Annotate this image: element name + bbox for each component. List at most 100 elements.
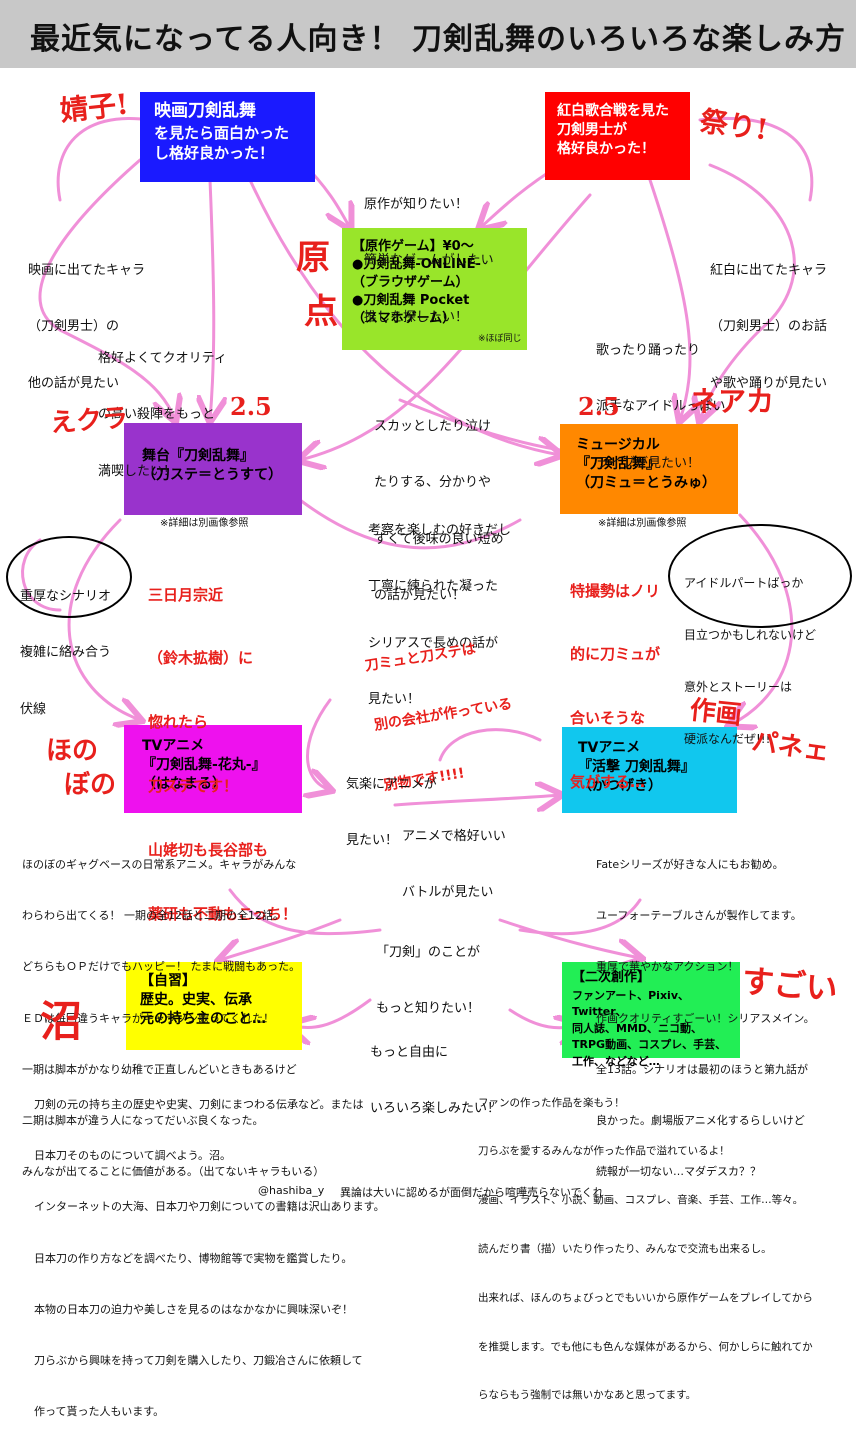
- text-line: すくて後味の良い短め: [374, 531, 504, 547]
- text-line: 日本刀の作り方などを調べたり、博物館等で実物を鑑賞したり。: [34, 1251, 353, 1265]
- sakuga-label: 作画: [688, 695, 744, 731]
- game-line-1: 【原作ゲーム】¥0〜: [352, 239, 474, 254]
- text-line: （刀剣男士）のお話: [710, 319, 828, 335]
- seiko-label: 婧子!: [58, 87, 130, 128]
- honobono-label-2: ぼの: [64, 770, 117, 800]
- text-line: 刀らぶから興味を持って刀剣を購入したり、刀鍛冶さんに依頼して: [34, 1353, 363, 1367]
- text-line: 別の会社が作っている: [373, 696, 514, 735]
- footer-handle: @hashiba_y: [258, 1184, 325, 1197]
- stage-line-2: （刀ステ＝とうすて）: [142, 466, 283, 483]
- niji-line-4: TRPG動画、コスプレ、手芸、: [572, 1038, 727, 1051]
- niji-desc: ファンの作った作品を楽もう！ 刀らぶを愛するみんなが作った作品で溢れているよ！ …: [478, 1062, 813, 1420]
- text-line: 気がする…: [570, 773, 646, 792]
- text-line: たりする、分かりや: [374, 475, 492, 491]
- game-line-2: ●刀剣乱舞-ONLINE-: [352, 256, 481, 272]
- jishu-desc: 刀剣の元の持ち主の歴史や史実、刀剣にまつわる伝承など。または 日本刀そのものにつ…: [34, 1062, 385, 1437]
- kakkoyoku-text: 格好よくてクオリティ の高い殺陣をもっと 満喫したい！: [98, 312, 227, 500]
- idol-text: アイドルパートばっか 目立つかもしれないけど 意外とストーリーは 硬派なんだぜ!…: [684, 540, 816, 766]
- text-line: アイドルパートばっか: [684, 575, 804, 590]
- game-box: 【原作ゲーム】¥0〜 ●刀剣乱舞-ONLINE- （ブラウザゲーム） ●刀剣乱舞…: [342, 228, 527, 350]
- text-line: 的に刀ミュが: [570, 645, 661, 664]
- text-line: （刀剣男士）の: [28, 319, 120, 335]
- movie-line-1: 映画刀剣乱舞: [154, 101, 256, 121]
- game-line-3: （ブラウザゲーム）: [352, 274, 469, 290]
- text-line: 紅白に出てたキャラ: [710, 262, 828, 278]
- gensaku-want-text: 原作が知りたい！ 簡単なゲームがしたい 推しを探したい！: [364, 158, 494, 346]
- musical-note: ※詳細は別画像参照: [598, 518, 687, 529]
- text-line: 良かった。劇場版アニメ化するらしいけど: [596, 1113, 805, 1127]
- text-line: の高い殺陣をもっと: [98, 407, 216, 423]
- text-line: 見たい！: [346, 833, 399, 849]
- text-line: 惚れたら: [148, 713, 209, 732]
- game-line-5: （スマホゲーム）: [352, 310, 456, 326]
- text-line: 二期は脚本が違う人になってだいぶ良くなった。: [22, 1113, 264, 1127]
- kouhaku-box: 紅白歌合戦を見た 刀剣男士が 格好良かった！: [545, 92, 690, 180]
- anime-battle-text: アニメで格好いい バトルが見たい: [402, 790, 506, 922]
- mikazuki-text: 三日月宗近 （鈴木拡樹）に 惚れたら 刀ステです！ 山姥切も長谷部も 薬研も不動…: [148, 542, 297, 947]
- text-line: ほのぼのギャグベースの日常系アニメ。キャラがみんな: [22, 858, 297, 872]
- text-line: 特撮勢はノリ: [570, 581, 661, 600]
- text-line: 本物の日本刀の迫力や美しさを見るのはなかなかに興味深いぞ！: [34, 1302, 353, 1316]
- niji-box: 【二次創作】 ファンアート、Pixiv、Twitter、 同人誌、MMD、ニコ動…: [562, 962, 740, 1068]
- text-line: スカッとしたり泣け: [374, 418, 492, 434]
- text-line: 作って貰った人もいます。: [34, 1404, 165, 1418]
- text-line: ユーフォーテーブルさんが製作してます。: [596, 909, 802, 923]
- niji-line-5: 工作、などなど…: [572, 1054, 660, 1068]
- katsugeki-line-2: 『活撃 刀剣乱舞』: [578, 758, 695, 775]
- musical-25-label: 2.5: [578, 392, 620, 421]
- jiyuu-text: もっと自由に いろいろ楽しみたい！: [370, 1006, 500, 1138]
- musical-line-1: ミュージカル: [576, 437, 660, 453]
- stage-line-1: 舞台『刀剣乱舞』: [142, 448, 254, 464]
- honobono-label-1: ほの: [46, 736, 99, 766]
- text-line: 刀ステです！: [148, 777, 239, 796]
- hanamaru-line-1: TVアニメ: [142, 738, 205, 754]
- text-line: 一期は脚本がかなり幼稚で正直しんどいときもあるけど: [22, 1062, 297, 1076]
- text-line: 続報が一切ない…マダデスカ？？: [596, 1164, 761, 1178]
- genten-label-1: 原: [296, 238, 330, 278]
- stage-box: 舞台『刀剣乱舞』 （刀ステ＝とうすて）: [124, 423, 302, 515]
- text-line: 他の話が見たい: [28, 375, 120, 391]
- text-line: シリアスで長めの話が: [368, 635, 499, 651]
- text-line: どちらもＯＰだけでもハッピー！ たまに戦闘もあった。: [22, 960, 301, 974]
- katsugeki-line-3: （かつげき）: [578, 777, 662, 794]
- text-line: 山姥切も長谷部も: [148, 841, 269, 860]
- text-line: （鈴木拡樹）に: [148, 649, 254, 668]
- movie-line-2: を見たら面白かった: [154, 123, 290, 142]
- text-line: 「刀剣」のことが: [376, 944, 481, 960]
- text-line: ファンの作った作品を楽もう！: [478, 1096, 625, 1109]
- text-line: 重厚なシナリオ: [20, 588, 112, 604]
- niji-line-2: ファンアート、Pixiv、Twitter、: [572, 988, 689, 1019]
- text-line: 複雑に絡み合う: [20, 645, 112, 661]
- text-line: もっと自由に: [370, 1044, 449, 1060]
- text-line: いろいろ楽しみたい！: [370, 1101, 501, 1117]
- text-line: 映画に出てたキャラ: [28, 262, 146, 278]
- enkura-label: えクラ: [49, 403, 130, 439]
- text-line: 読んだり書（描）いたり作ったり、みんなで交流も出来るし。: [478, 1242, 772, 1255]
- juukou-bubble: [6, 536, 132, 618]
- kousatsu-text: 考察を楽しむの好きだし 丁寧に練られた凝った シリアスで長めの話が 見たい！: [368, 484, 511, 729]
- text-line: や歌や踊りが見たい: [710, 375, 828, 391]
- text-line: 満喫したい！: [98, 463, 177, 479]
- text-line: インターネットの大海、日本刀や刀剣についての書籍は沢山あります。: [34, 1200, 385, 1214]
- text-line: ＥＤは毎回違うキャラがキャラソン歌ってくれた！: [22, 1011, 275, 1025]
- kiraku-text: 気楽にアニメが 見たい！: [346, 738, 437, 870]
- text-line: ライブが見たい！: [596, 455, 701, 471]
- text-line: 重厚で華やかなアクション！: [596, 960, 739, 974]
- niji-line-1: 【二次創作】: [572, 970, 651, 985]
- text-line: 目立つかもしれないけど: [684, 627, 817, 642]
- game-note: ※ほぼ同じ: [478, 334, 522, 344]
- kouhaku-line-3: 格好良かった！: [557, 140, 655, 157]
- text-line: 刀剣の元の持ち主の歴史や史実、刀剣にまつわる伝承など。または: [34, 1098, 364, 1112]
- text-line: Fateシリーズが好きな人にもお勧め。: [596, 858, 784, 872]
- hanamaru-box: TVアニメ 『刀剣乱舞-花丸-』 （はなまる）: [124, 725, 302, 813]
- tokusatsu-text: 特撮勢はノリ 的に刀ミュが 合いそうな 気がする…: [570, 538, 660, 815]
- text-line: 刀らぶを愛するみんなが作った作品で溢れているよ！: [478, 1145, 730, 1158]
- text-line: 気楽にアニメが: [346, 776, 437, 792]
- text-line: 意外とストーリーは: [684, 680, 793, 695]
- text-line: もっと知りたい！: [376, 1001, 481, 1017]
- title-bar: 最近気になってる人向き！ 刀剣乱舞のいろいろな楽しみ方: [0, 0, 856, 68]
- neaka-label: ネアカ: [690, 385, 775, 418]
- text-line: らならもう強制では無いかなあと思ってます。: [478, 1389, 697, 1402]
- gensaku-line: 推しを探したい！: [364, 309, 469, 325]
- jishu-line-3: 元の持ち主のこと…: [140, 1010, 266, 1027]
